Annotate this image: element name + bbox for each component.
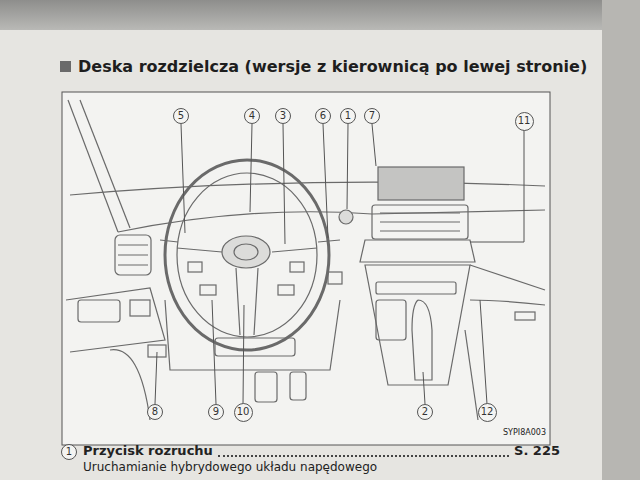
- callout-text: 3: [280, 111, 286, 121]
- callout-number: 1: [340, 108, 356, 124]
- header-bar: [0, 0, 640, 30]
- callout-number: 7: [364, 108, 380, 124]
- dot-leader: [218, 455, 509, 457]
- callout-number: 5: [173, 108, 189, 124]
- callout-text: 8: [152, 407, 158, 417]
- callout-number: 2: [417, 404, 433, 420]
- callout-text: 6: [320, 111, 326, 121]
- callout-number: 11: [515, 112, 534, 131]
- page-edge: [602, 0, 640, 480]
- callout-number: 12: [478, 403, 497, 422]
- callout-text: 4: [249, 111, 255, 121]
- title-square: [60, 61, 71, 72]
- callout-text: 1: [345, 111, 351, 121]
- callout-number: 4: [244, 108, 260, 124]
- callout-number: 9: [208, 404, 224, 420]
- callout-number: 3: [275, 108, 291, 124]
- callout-text: 1: [66, 447, 72, 457]
- item-name: Przycisk rozruchu: [83, 444, 213, 459]
- illustration-frame: [62, 92, 550, 445]
- callout-text: 7: [369, 111, 375, 121]
- callout-text: 9: [213, 407, 219, 417]
- page-ref: S. 225: [514, 444, 560, 459]
- callout-text: 12: [481, 407, 494, 417]
- callout-text: 11: [518, 116, 531, 126]
- figure-code: SYPI8A003: [503, 428, 546, 437]
- callout-number: 10: [234, 403, 253, 422]
- callout-text: 10: [237, 407, 250, 417]
- dashboard-drawing: [66, 100, 545, 420]
- callout-number: 6: [315, 108, 331, 124]
- callout-text: 2: [422, 407, 428, 417]
- callout-number: 1: [61, 444, 77, 460]
- item-description: Uruchamianie hybrydowego układu napędowe…: [83, 461, 377, 475]
- leader-lines: [155, 124, 524, 404]
- page-title: Deska rozdzielcza (wersje z kierownicą p…: [78, 57, 587, 76]
- callout-text: 5: [178, 111, 184, 121]
- callout-number: 8: [147, 404, 163, 420]
